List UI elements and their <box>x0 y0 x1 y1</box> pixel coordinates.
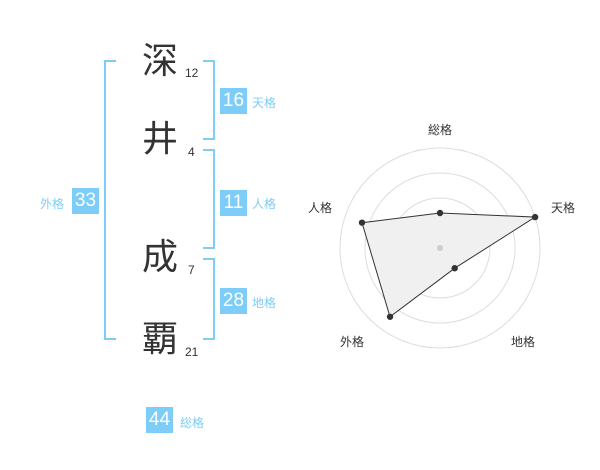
stroke-count-3: 7 <box>188 263 195 277</box>
name-char-2: 井 <box>141 119 178 160</box>
stroke-count-1: 12 <box>185 66 199 80</box>
radar-label-jinkaku: 人格 <box>308 200 332 215</box>
chikaku-score: 28 <box>220 288 247 314</box>
name-char-3: 成 <box>141 237 178 278</box>
gaikaku-label: 外格 <box>40 197 65 211</box>
radar-center <box>437 245 443 251</box>
gaikaku-score: 33 <box>72 188 99 214</box>
radar-point <box>358 219 366 226</box>
gaikaku-bracket <box>104 60 116 340</box>
soukaku-label: 総格 <box>180 416 205 430</box>
radar-point <box>531 213 539 221</box>
radar-points <box>358 209 539 320</box>
radar-point <box>436 209 444 217</box>
radar-label-soukaku: 総格 <box>428 122 452 137</box>
radar-label-tenkaku: 天格 <box>551 200 575 215</box>
stroke-count-2: 4 <box>188 145 195 159</box>
name-char-1: 深 <box>141 41 178 82</box>
tenkaku-bracket <box>203 60 215 140</box>
radar-ring <box>364 172 516 324</box>
chikaku-bracket <box>203 258 215 340</box>
tenkaku-label: 天格 <box>252 96 277 110</box>
tenkaku-score: 16 <box>220 88 247 114</box>
radar-label-gaikaku: 外格 <box>340 334 364 349</box>
stroke-count-4: 21 <box>185 345 199 359</box>
radar-ring <box>339 147 541 349</box>
radar-point <box>451 265 458 272</box>
jinkaku-bracket <box>203 149 215 249</box>
jinkaku-score: 11 <box>220 190 247 216</box>
radar-point <box>386 313 394 320</box>
name-char-4: 覇 <box>141 319 178 360</box>
radar-label-chikaku: 地格 <box>511 334 535 349</box>
radar-polygon <box>361 212 537 318</box>
jinkaku-label: 人格 <box>252 197 277 211</box>
soukaku-score: 44 <box>146 407 173 433</box>
chikaku-label: 地格 <box>252 296 277 310</box>
